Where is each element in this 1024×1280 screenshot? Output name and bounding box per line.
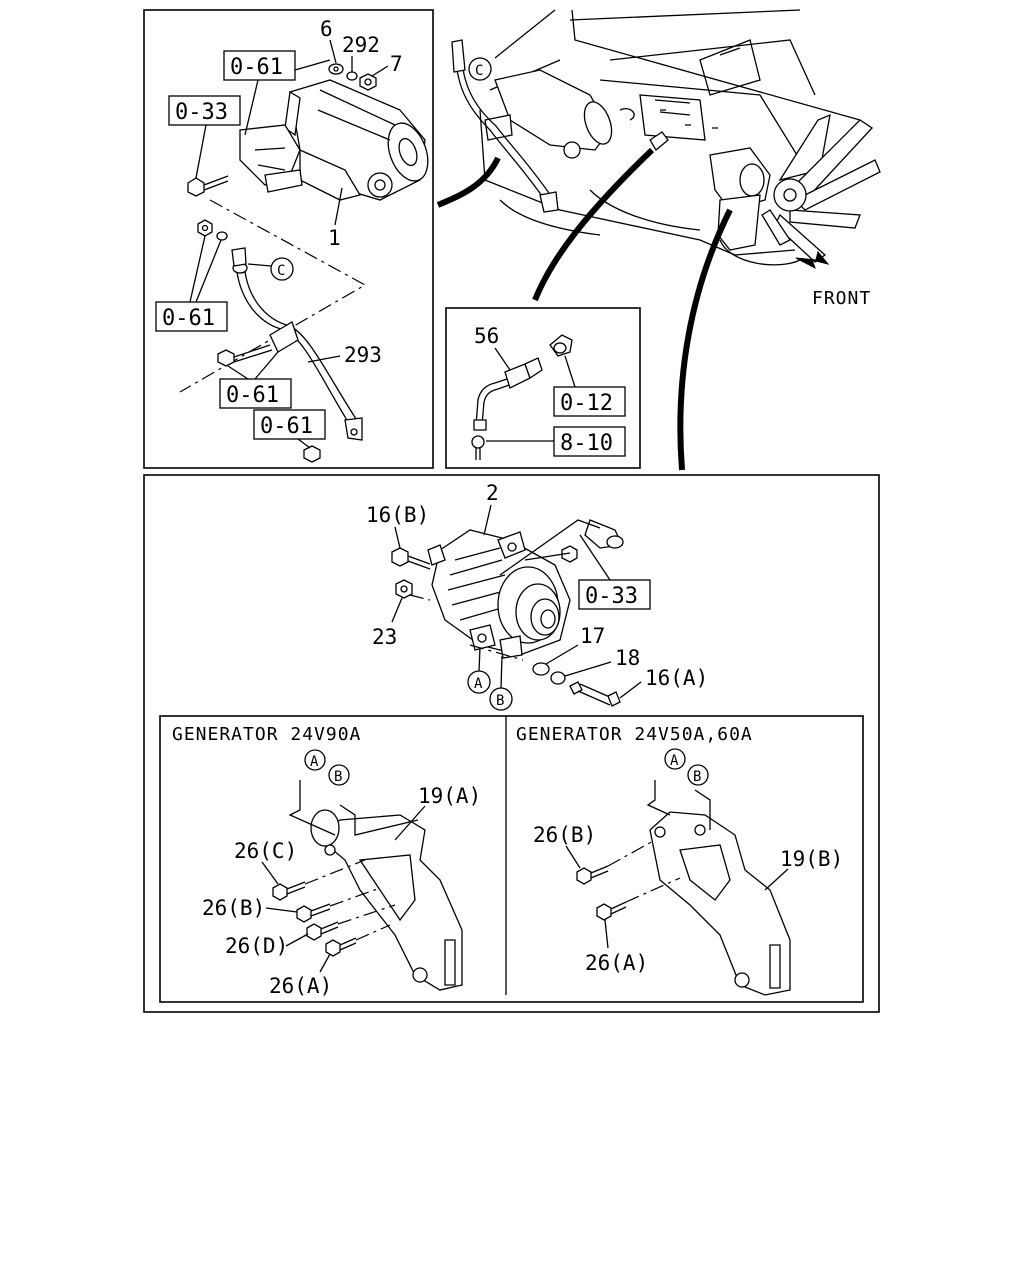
alternator-2 [427,529,571,659]
part-number-56: 56 [474,324,499,348]
nut-7 [359,73,377,91]
part-number-19b: 19(B) [780,847,843,871]
starter-panel: 6 292 7 1 293 0-61 0-33 0-61 0- [143,9,434,469]
bracket-19b [646,780,791,996]
generator-panel-frame [143,474,880,1013]
cooling-fan [761,113,881,263]
ref-box-0-61-top: 0-61 [223,50,331,136]
svg-text:B: B [693,769,701,785]
svg-text:8-10: 8-10 [560,431,613,456]
nut-23 [395,579,413,599]
bolts-26-90a [272,859,396,957]
caption-24v50a-60a: GENERATOR 24V50A,60A [516,724,753,745]
part-number-17: 17 [580,624,605,648]
assembly-leader [179,199,367,393]
sensor-panel-frame [445,307,641,469]
circle-marker-b-50a: B [687,764,709,786]
svg-text:C: C [277,263,285,279]
ref-box-0-61-bottom: 0-61 [253,409,326,449]
bolt-0-33 [187,175,229,197]
battery-cable-293 [217,247,363,463]
svg-text:0-33: 0-33 [175,100,228,125]
generator-panel: 2 16(B) 23 17 18 16(A) 0-33 A B [143,474,880,1013]
bolts-26-50a [576,839,681,921]
front-direction-arrow: FRONT [795,250,871,309]
bolt-16b [391,547,431,570]
ref-box-8-10: 8-10 [486,426,626,457]
svg-text:A: A [310,754,319,770]
svg-text:0-12: 0-12 [560,391,613,416]
washer-292 [346,71,358,81]
ref-box-0-33-generator: 0-33 [578,534,651,610]
circle-marker-a-50a: A [664,748,686,770]
svg-text:C: C [475,63,483,79]
starter-panel-frame [143,9,434,469]
washer-17 [532,662,550,676]
part-number-26c: 26(C) [234,839,297,863]
svg-text:0-33: 0-33 [585,584,638,609]
svg-text:0-61: 0-61 [162,306,215,331]
part-number-292: 292 [342,33,380,57]
part-number-16b: 16(B) [366,503,429,527]
circle-marker-c-starter: C [247,257,294,281]
part-number-7: 7 [390,52,403,76]
svg-text:B: B [334,769,342,785]
part-number-26d: 26(D) [225,934,288,958]
ref-box-0-12: 0-12 [553,355,626,417]
circle-marker-c-engine: C [468,57,492,81]
washer-6 [328,63,344,75]
part-number-2: 2 [486,481,499,505]
caption-24v90a: GENERATOR 24V90A [172,724,361,745]
part-number-26a-50a: 26(A) [585,951,648,975]
sensor-56 [473,357,543,431]
circle-marker-b-90a: B [328,764,350,786]
part-number-6: 6 [320,17,333,41]
callout-curves [436,147,733,471]
circle-marker-a-90a: A [304,749,326,771]
part-number-18: 18 [615,646,640,670]
part-number-293: 293 [344,343,382,367]
sub-panel-24v90a: GENERATOR 24V90A [159,715,864,1003]
nut-pair [197,219,228,241]
part-number-26b-50a: 26(B) [533,823,596,847]
part-number-26b-90a: 26(B) [202,896,265,920]
svg-text:0-61: 0-61 [260,414,313,439]
terminal-8-10 [471,435,485,460]
engine-overview: C FRONT [451,9,881,309]
starter-motor-drawing [239,79,429,201]
circle-marker-b: B [489,655,513,711]
bolt-16a [569,681,621,707]
bracket-19a [288,780,463,991]
sub-panels-frame [159,715,864,1003]
front-label: FRONT [812,288,871,309]
bolt-0-33-generator [561,519,624,563]
part-number-16a: 16(A) [645,666,708,690]
ring-18 [550,671,566,685]
svg-text:B: B [496,693,504,709]
svg-text:A: A [474,676,483,692]
ref-box-0-61-left: 0-61 [155,235,228,332]
sensor-panel: 56 0-12 8-10 [445,307,641,469]
part-number-26a-90a: 26(A) [269,974,332,998]
circle-marker-a: A [467,647,491,694]
part-number-1: 1 [328,226,341,250]
part-number-19a: 19(A) [418,784,481,808]
ref-box-0-61-mid: 0-61 [219,351,292,409]
svg-text:A: A [670,753,679,769]
ref-box-0-33: 0-33 [168,95,241,179]
washer-0-12 [549,334,573,357]
svg-text:0-61: 0-61 [230,55,283,80]
sub-panel-24v50a-60a: GENERATOR 24V50A,60A 26(B) 19(B) [516,724,843,996]
part-number-23: 23 [372,625,397,649]
svg-text:0-61: 0-61 [226,383,279,408]
